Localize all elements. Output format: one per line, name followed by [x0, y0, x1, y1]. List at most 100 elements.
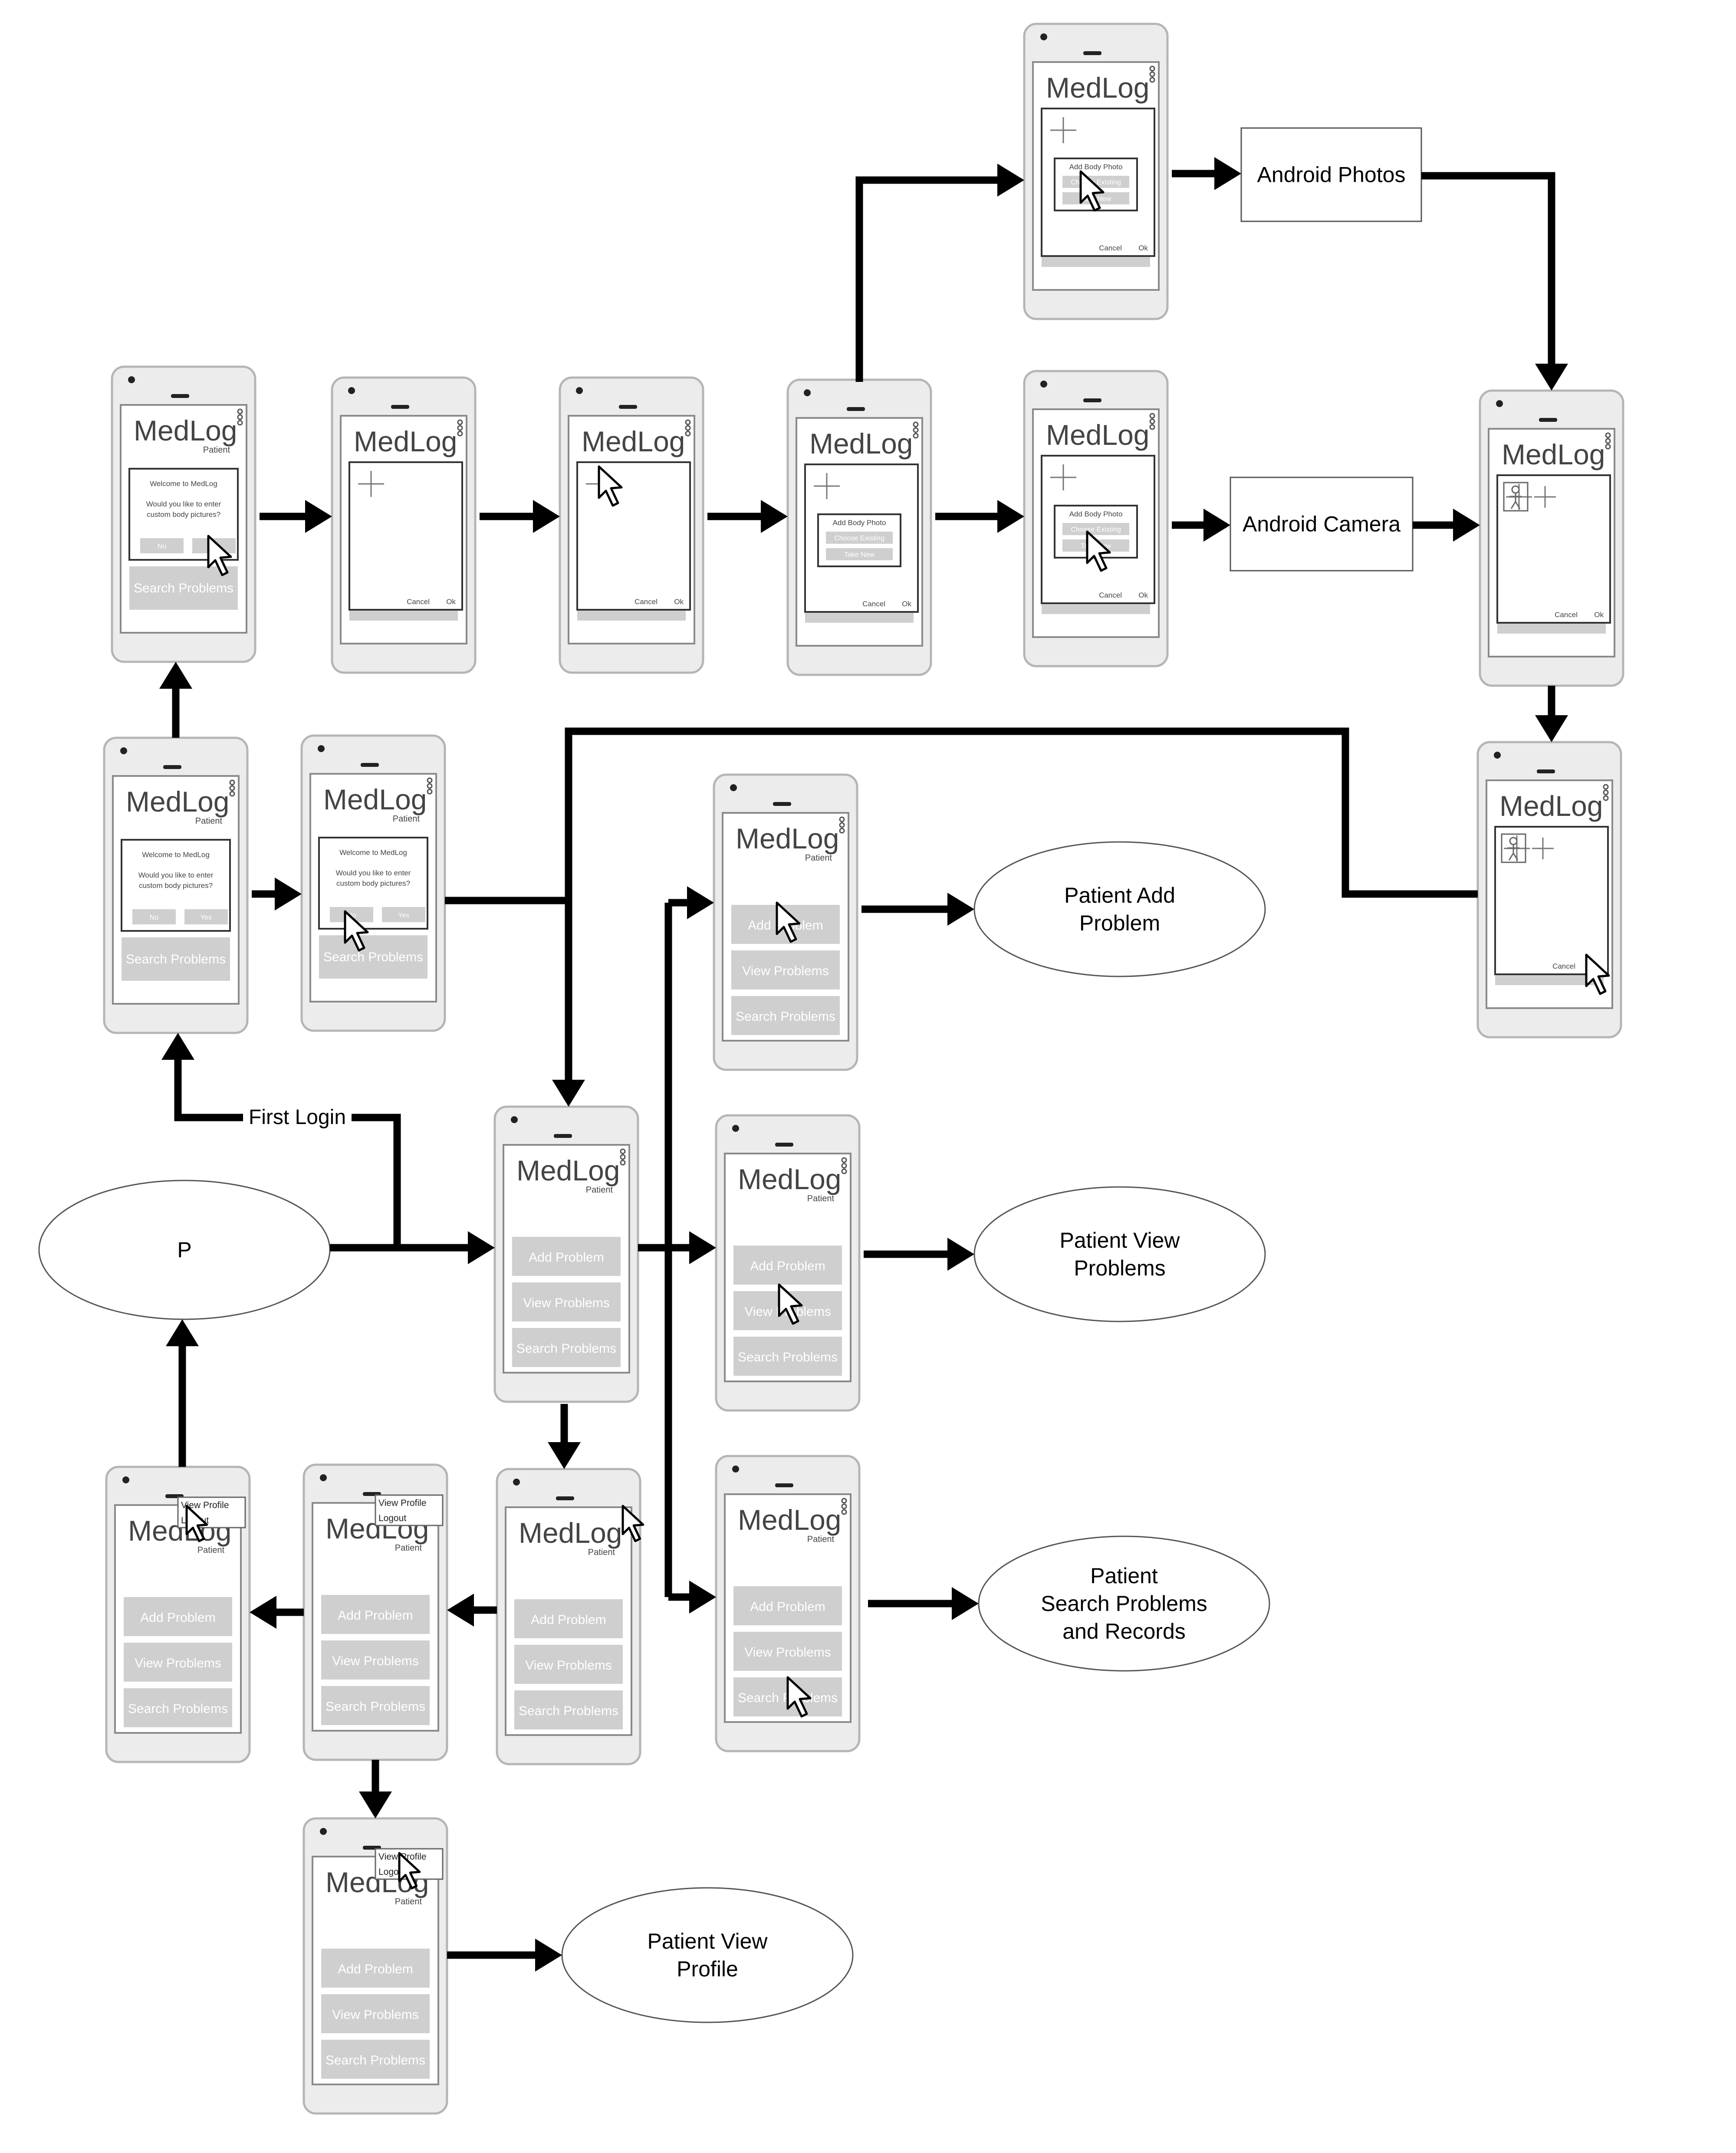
yes-button[interactable]: Yes — [382, 907, 425, 922]
choose-existing-button[interactable]: Choose Existing — [826, 532, 893, 544]
pointer-cursor-icon — [1079, 170, 1105, 212]
speaker-icon — [773, 802, 791, 806]
cancel-button[interactable]: Cancel — [862, 600, 885, 608]
logout-menu-item[interactable]: Logout — [378, 1513, 406, 1523]
search-problems-button[interactable]: Search Problems — [731, 996, 840, 1035]
overflow-menu-icon[interactable] — [841, 1498, 847, 1515]
view-profile-menu-item[interactable]: View Profile — [378, 1498, 427, 1508]
phone-add-body-photo-choose-existing: MedLogSearch ProblemsCancelOkAdd Body Ph… — [1023, 23, 1169, 320]
no-button[interactable]: No — [140, 538, 184, 553]
cancel-button[interactable]: Cancel — [407, 598, 430, 606]
cancel-button[interactable]: Cancel — [1099, 591, 1122, 599]
cancel-button[interactable]: Cancel — [1099, 244, 1122, 252]
add-problem-button[interactable]: Add Problem — [321, 1949, 430, 1988]
medlog-logo: MedLog — [582, 425, 685, 457]
patient-label: Patient — [195, 816, 223, 826]
add-problem-button[interactable]: Add Problem — [514, 1599, 623, 1638]
add-body-photo-plus-icon[interactable] — [1050, 117, 1076, 143]
search-problems-button[interactable]: Search Problems — [321, 1686, 430, 1725]
medlog-logo: MedLog — [519, 1517, 622, 1549]
view-problems-button[interactable]: View Problems — [124, 1643, 232, 1682]
ok-button[interactable]: Ok — [1594, 611, 1604, 619]
speaker-icon — [391, 405, 409, 409]
pointer-cursor-icon — [207, 535, 232, 576]
arrowhead — [1203, 509, 1230, 542]
ok-button[interactable]: Ok — [674, 598, 684, 606]
add-body-photo-plus-icon[interactable] — [814, 473, 840, 499]
overflow-menu-icon[interactable] — [1603, 784, 1609, 801]
add-problem-button[interactable]: Add Problem — [124, 1597, 232, 1636]
arrow-welcome-to-top — [159, 662, 192, 738]
body-figure-icon — [1501, 833, 1554, 863]
search-problems-button[interactable]: Search Problems — [129, 566, 238, 610]
view-problems-button[interactable]: View Problems — [512, 1282, 621, 1321]
ok-button[interactable]: Ok — [446, 598, 456, 606]
cancel-button[interactable]: Cancel — [635, 598, 658, 606]
add-problem-button[interactable]: Add Problem — [733, 1586, 842, 1625]
add-problem-button[interactable]: Add Problem — [512, 1237, 621, 1276]
search-problems-button-label: Search Problems — [128, 1702, 228, 1716]
search-problems-button[interactable]: Search Problems — [512, 1328, 621, 1367]
ok-button[interactable]: Ok — [1138, 244, 1148, 252]
overflow-menu-icon[interactable] — [839, 816, 845, 834]
overflow-menu-icon[interactable] — [841, 1157, 847, 1174]
overflow-menu-icon[interactable] — [913, 421, 919, 439]
add-body-photo-plus-icon[interactable] — [358, 471, 384, 497]
overflow-menu-icon[interactable] — [1149, 66, 1155, 83]
search-problems-button-label: Search Problems — [323, 950, 423, 964]
search-problems-button[interactable]: Search Problems — [124, 1688, 232, 1727]
search-problems-button-label: Search Problems — [126, 952, 226, 966]
take-new-button[interactable]: Take New — [826, 548, 893, 560]
add-problem-button-label: Add Problem — [338, 1608, 413, 1623]
arrowhead — [275, 878, 302, 911]
cancel-button[interactable]: Cancel — [1552, 962, 1575, 970]
yes-button[interactable]: Yes — [184, 909, 228, 924]
add-body-photo-plus-icon[interactable] — [1050, 464, 1076, 490]
search-problems-button[interactable]: Search Problems — [321, 2040, 430, 2079]
overflow-menu-icon[interactable] — [427, 777, 433, 795]
arrow-camera-to-body-added — [1413, 509, 1480, 542]
overflow-menu-icon[interactable] — [685, 419, 691, 437]
overflow-menu-icon[interactable] — [1605, 432, 1611, 450]
add-problem-button[interactable]: Add Problem — [733, 1246, 842, 1285]
view-problems-button[interactable]: View Problems — [514, 1645, 623, 1684]
medlog-logo: MedLog — [1499, 790, 1603, 822]
view-profile-menu-item[interactable]: View Profile — [181, 1500, 229, 1510]
overflow-menu-icon[interactable] — [620, 1148, 626, 1166]
view-problems-button[interactable]: View Problems — [321, 1994, 430, 2033]
overflow-menu-icon[interactable] — [229, 779, 235, 797]
search-problems-button[interactable]: Search Problems — [319, 935, 427, 979]
patient-view-profile-node-line-0: Patient View — [647, 1929, 768, 1953]
search-problems-button[interactable]: Search Problems — [122, 937, 230, 981]
arrow-bus-to-search — [668, 1581, 716, 1614]
patient-add-problem-node-line-1: Problem — [1079, 911, 1160, 935]
choose-existing-button[interactable]: Choose Existing — [1062, 523, 1129, 535]
ok-button[interactable]: Ok — [902, 600, 911, 608]
add-body-photo-title: Add Body Photo — [833, 519, 886, 527]
ok-button[interactable]: Ok — [1138, 591, 1148, 599]
search-problems-button[interactable]: Search Problems — [733, 1337, 842, 1376]
arrowhead — [997, 164, 1024, 197]
overflow-menu-icon[interactable] — [1149, 413, 1155, 430]
search-problems-button[interactable]: Search Problems — [514, 1690, 623, 1729]
view-problems-button[interactable]: View Problems — [733, 1632, 842, 1671]
view-problems-button[interactable]: View Problems — [731, 950, 840, 989]
add-problem-button[interactable]: Add Problem — [321, 1595, 430, 1634]
medlog-logo: MedLog — [1046, 72, 1150, 104]
pointer-cursor-icon — [1585, 953, 1610, 995]
welcome-question-1: Would you like to enter — [138, 871, 214, 879]
arrowhead — [947, 1238, 974, 1271]
cancel-button[interactable]: Cancel — [1555, 611, 1578, 619]
view-problems-button[interactable]: View Problems — [321, 1640, 430, 1680]
search-problems-button-label: Search Problems — [134, 581, 233, 595]
overflow-menu-icon[interactable] — [457, 419, 463, 437]
overflow-menu-icon[interactable] — [237, 408, 243, 426]
no-button[interactable]: No — [132, 909, 176, 924]
